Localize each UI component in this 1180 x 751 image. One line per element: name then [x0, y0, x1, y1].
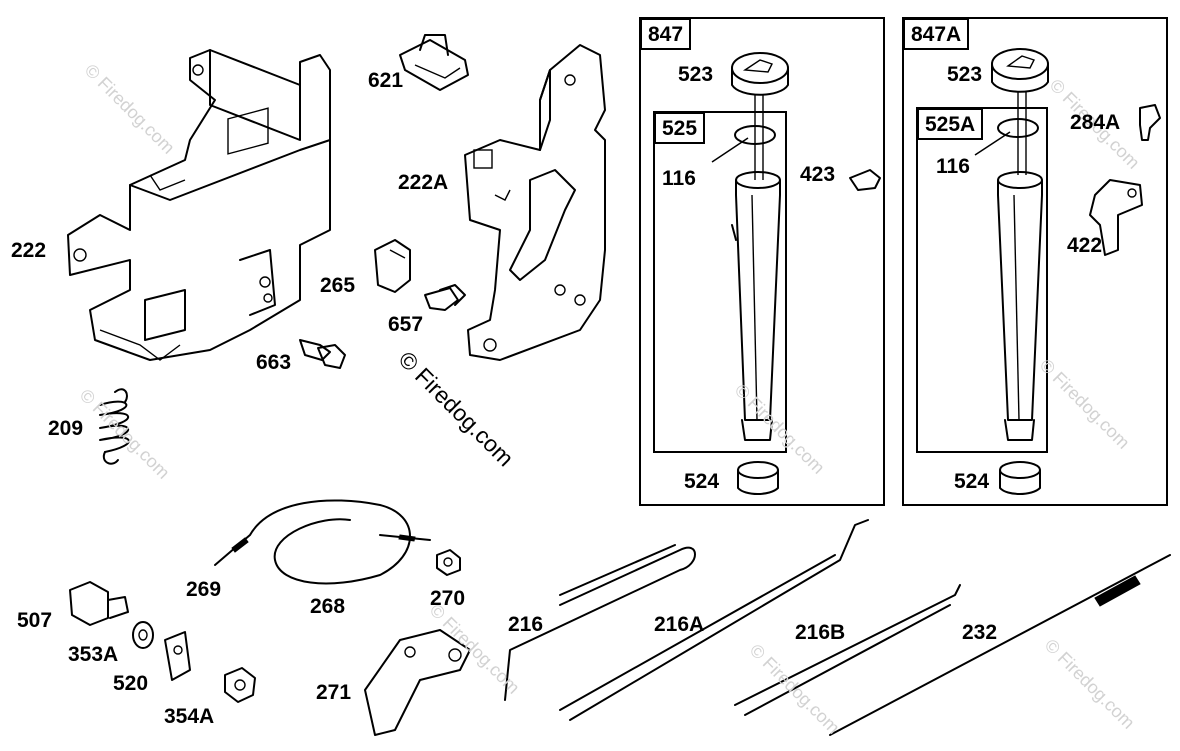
part-tube-right: [997, 171, 1043, 441]
label-524-left: 524: [684, 470, 720, 493]
label-657: 657: [388, 313, 424, 336]
label-523-right: 523: [947, 63, 983, 86]
label-621: 621: [368, 69, 404, 92]
label-271: 271: [316, 681, 352, 704]
part-284A-screw: [1139, 104, 1161, 141]
part-657-screw: [424, 284, 466, 311]
label-116-right: 116: [936, 155, 970, 178]
group-frame-847: [639, 17, 885, 506]
part-216-rod: [504, 544, 696, 701]
label-422: 422: [1067, 234, 1103, 257]
group-frame-847A: [902, 17, 1168, 506]
part-523-cap-left: [731, 52, 789, 180]
label-216: 216: [508, 613, 544, 636]
part-422-bracket: [1089, 179, 1143, 256]
label-116-left: 116: [662, 167, 696, 190]
label-265: 265: [320, 274, 356, 297]
label-663: 663: [256, 351, 292, 374]
part-663-screw: [299, 339, 346, 369]
label-354A: 354A: [164, 705, 215, 728]
part-116-oring-left: [734, 125, 776, 145]
part-232-rod: [829, 554, 1171, 736]
part-222A-control-bracket: [464, 44, 606, 361]
label-423: 423: [800, 163, 836, 186]
part-268-cable: [214, 499, 431, 585]
group-frame-525: [653, 111, 787, 453]
label-268: 268: [310, 595, 346, 618]
part-265-clip: [374, 239, 411, 293]
part-520-plate: [164, 631, 191, 681]
label-520: 520: [113, 672, 149, 695]
part-271-lever: [364, 629, 471, 736]
part-354A-nut: [224, 667, 256, 703]
part-270-nut: [436, 549, 461, 576]
leader-116-left: [711, 137, 749, 163]
part-209-spring: [99, 388, 130, 465]
label-269: 269: [186, 578, 222, 601]
part-216B-rod: [734, 584, 961, 716]
box-label-525: 525: [654, 112, 706, 144]
label-209: 209: [48, 417, 84, 440]
box-label-847A: 847A: [903, 18, 970, 50]
label-284A: 284A: [1070, 111, 1121, 134]
part-621-clip: [399, 34, 469, 91]
box-label-525A: 525A: [917, 108, 984, 140]
label-216B: 216B: [795, 621, 846, 644]
leader-116-right: [974, 131, 1011, 156]
label-222A: 222A: [398, 171, 449, 194]
label-523-left: 523: [678, 63, 714, 86]
part-423-screw: [849, 169, 881, 191]
part-523-cap-right: [991, 48, 1049, 175]
part-524-grommet-right: [999, 461, 1041, 495]
label-222: 222: [11, 239, 47, 262]
label-524-right: 524: [954, 470, 990, 493]
box-label-847: 847: [640, 18, 692, 50]
part-524-grommet-left: [737, 461, 779, 495]
part-216A-rod: [559, 519, 869, 721]
part-tube-left: [731, 171, 781, 441]
label-270: 270: [430, 587, 466, 610]
label-232: 232: [962, 621, 998, 644]
label-216A: 216A: [654, 613, 705, 636]
part-507-block: [69, 581, 129, 626]
part-353A-washer: [132, 621, 154, 649]
label-353A: 353A: [68, 643, 119, 666]
part-222-bracket: [67, 49, 331, 361]
label-507: 507: [17, 609, 53, 632]
part-116-oring-right: [997, 118, 1039, 138]
